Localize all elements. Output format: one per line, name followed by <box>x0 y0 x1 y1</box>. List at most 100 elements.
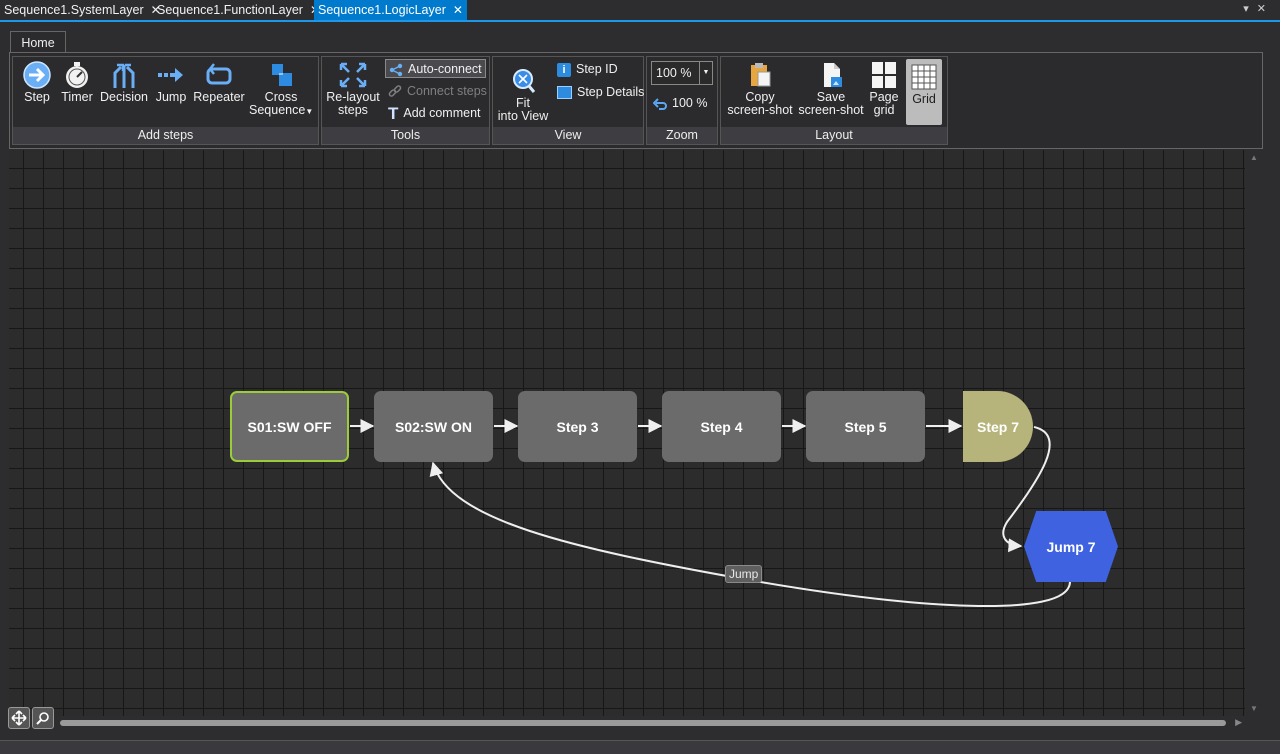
zoom-fit-icon <box>513 69 536 93</box>
auto-connect-label: Auto-connect <box>408 62 482 76</box>
move-arrows-icon <box>11 710 27 726</box>
group-label-layout: Layout <box>721 127 947 144</box>
tab-logic-layer[interactable]: Sequence1.LogicLayer✕ <box>314 0 467 20</box>
close-icon[interactable]: ✕ <box>150 3 161 17</box>
clipboard-copy-icon <box>751 63 771 87</box>
zoom-tool-button[interactable] <box>32 707 54 729</box>
close-window-icon[interactable]: ✕ <box>1256 3 1274 15</box>
scroll-up-icon[interactable]: ▲ <box>1250 153 1258 162</box>
text-t-icon: T <box>388 104 399 124</box>
tab-system-layer[interactable]: Sequence1.SystemLayer ✕ <box>0 0 165 20</box>
tab-function-layer[interactable]: Sequence1.FunctionLayer✕ <box>153 0 324 20</box>
page-grid-label-2: grid <box>873 103 895 117</box>
step-node-s02[interactable]: S02:SW ON <box>374 391 493 462</box>
copy-screenshot-button[interactable]: Copy screen-shot <box>724 61 796 117</box>
step-node-3[interactable]: Step 3 <box>518 391 637 462</box>
save-screenshot-button[interactable]: Save screen-shot <box>798 61 864 117</box>
group-label-zoom: Zoom <box>647 127 717 144</box>
zoom-reset-label: 100 % <box>672 96 708 110</box>
group-label-add-steps: Add steps <box>13 127 318 144</box>
dropdown-icon[interactable]: ▾ <box>1243 3 1257 15</box>
timer-label: Timer <box>61 90 93 104</box>
undo-arrow-icon <box>653 97 667 110</box>
decision-label: Decision <box>100 90 148 104</box>
tab-label: Sequence1.SystemLayer <box>4 3 144 17</box>
ribbon: Home Step Timer Decision Jump Repeater <box>0 22 1280 150</box>
add-timer-button[interactable]: Timer <box>59 61 95 104</box>
step-details-label: Step Details <box>577 85 645 99</box>
add-comment-button[interactable]: T Add comment <box>385 104 484 123</box>
step-id-label: Step ID <box>576 62 618 76</box>
ribbon-body: Step Timer Decision Jump Repeater Cross <box>9 52 1263 149</box>
fit-into-view-button[interactable]: Fit into View <box>495 67 551 123</box>
details-list-icon <box>557 86 572 100</box>
jump-node-7[interactable]: Jump 7 <box>1024 511 1118 582</box>
final-step-node-7[interactable]: Step 7 <box>963 391 1033 462</box>
page-grid-label-1: Page <box>869 90 899 104</box>
group-label-tools: Tools <box>322 127 489 144</box>
jump-arrow-icon <box>158 68 183 82</box>
repeater-label: Repeater <box>193 90 245 104</box>
step-node-label: Step 7 <box>976 418 1019 435</box>
relayout-label-2: steps <box>338 103 368 117</box>
group-zoom: 100 % ▼ 100 % Zoom <box>646 56 718 145</box>
cross-sequence-icon <box>272 64 292 86</box>
scroll-right-icon[interactable]: ▶ <box>1235 717 1242 727</box>
stopwatch-icon <box>66 62 88 88</box>
fit-label-1: Fit <box>516 96 530 110</box>
close-icon[interactable]: ✕ <box>452 3 463 17</box>
grid-label: Grid <box>912 92 936 106</box>
link-chain-icon <box>388 84 402 97</box>
add-decision-button[interactable]: Decision <box>99 61 149 104</box>
window-controls: ▾✕ <box>1243 0 1274 20</box>
zoom-reset-button[interactable]: 100 % <box>650 94 710 113</box>
step-details-toggle[interactable]: Step Details <box>554 83 647 102</box>
add-jump-button[interactable]: Jump <box>153 61 189 104</box>
step-node-label: Step 3 <box>556 418 599 435</box>
save-label-1: Save <box>816 90 846 104</box>
add-step-button[interactable]: Step <box>19 61 55 104</box>
expand-arrows-icon <box>339 62 367 88</box>
step-node-4[interactable]: Step 4 <box>662 391 781 462</box>
canvas-tools <box>8 707 54 729</box>
connect-steps-label: Connect steps <box>407 84 487 98</box>
status-bar <box>0 740 1280 754</box>
step-node-label: Step 4 <box>700 418 743 435</box>
relayout-label-1: Re-layout <box>326 90 380 104</box>
cross-sequence-label-1: Cross <box>264 90 298 104</box>
page-grid-icon <box>872 62 896 88</box>
vertical-scrollbar[interactable]: ▲ ▼ <box>1246 150 1262 716</box>
group-layout: Copy screen-shot Save screen-shot Page g… <box>720 56 948 145</box>
step-node-s01[interactable]: S01:SW OFF <box>230 391 349 462</box>
add-repeater-button[interactable]: Repeater <box>193 61 245 104</box>
scroll-down-icon[interactable]: ▼ <box>1250 704 1258 713</box>
save-label-2: screen-shot <box>798 103 864 117</box>
zoom-select[interactable]: 100 % ▼ <box>651 61 713 85</box>
horizontal-scroll-thumb[interactable] <box>60 720 1226 726</box>
jump-connection-label[interactable]: Jump <box>725 565 763 583</box>
add-comment-label: Add comment <box>403 106 481 120</box>
cross-sequence-dropdown[interactable]: Cross Sequence▼ <box>249 61 313 118</box>
decision-split-icon <box>113 63 135 88</box>
connect-steps-button[interactable]: Connect steps <box>385 82 490 101</box>
relayout-steps-button[interactable]: Re-layout steps <box>325 61 381 117</box>
group-tools: Re-layout steps Auto-connect Connect ste… <box>321 56 490 145</box>
grid-toggle-button[interactable]: Grid <box>906 59 942 125</box>
sequence-canvas[interactable]: S01:SW OFF S02:SW ON Step 3 Step 4 Step … <box>9 150 1245 716</box>
pan-tool-button[interactable] <box>8 707 30 729</box>
group-label-view: View <box>493 127 643 144</box>
document-tab-bar: Sequence1.SystemLayer ✕ Sequence1.Functio… <box>0 0 1280 22</box>
connector-jump7-s02 <box>429 461 1071 607</box>
group-add-steps: Step Timer Decision Jump Repeater Cross <box>12 56 319 145</box>
copy-label-2: screen-shot <box>727 103 793 117</box>
auto-connect-button[interactable]: Auto-connect <box>385 59 486 78</box>
chevron-down-icon[interactable]: ▼ <box>699 62 712 84</box>
step-node-label: S02:SW ON <box>394 418 472 435</box>
connector-step7-jump7 <box>1002 426 1051 553</box>
page-grid-button[interactable]: Page grid <box>866 61 902 117</box>
ribbon-tab-home[interactable]: Home <box>10 31 66 53</box>
horizontal-scrollbar[interactable]: ▶ <box>60 716 1246 730</box>
step-node-5[interactable]: Step 5 <box>806 391 925 462</box>
